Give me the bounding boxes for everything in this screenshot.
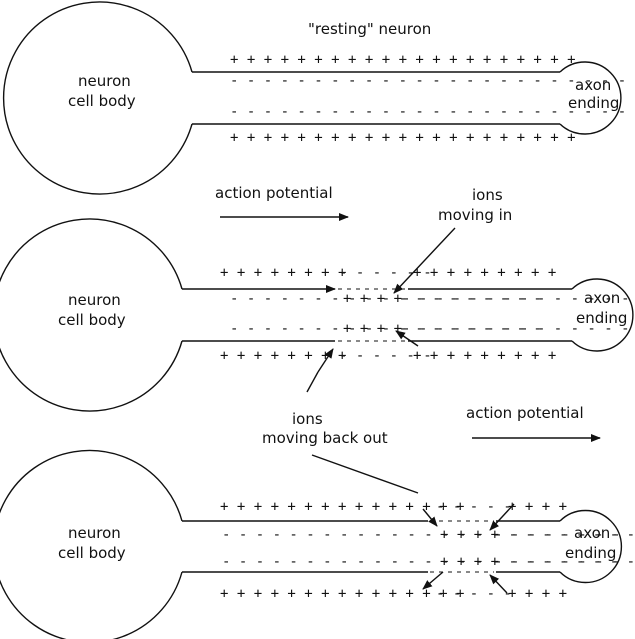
charge-inside-bottom-3c: - - - - - - - - <box>494 554 620 570</box>
charge-outside-bottom-1: + + + + + + + + + + + + + + + + + + + + … <box>230 130 576 146</box>
charge-outside-bottom-2c: + + + + + + + + + <box>413 348 556 364</box>
charge-inside-top-2c: - - - - - - - - - - - - - - - - - - - - <box>402 291 635 307</box>
axon-ending-label-1a: axon <box>575 76 611 94</box>
charge-inside-bottom-2a: - - - - - - - - - - - - - - - - - - - <box>230 321 542 337</box>
cell-body-label-1b: cell body <box>68 92 136 110</box>
cell-body-label-3b: cell body <box>58 544 126 562</box>
charge-inside-bottom-3a: - - - - - - - - - - - - - - - - - - - - … <box>222 554 635 570</box>
ions-in-label-a: ions <box>472 186 503 204</box>
cell-body-label-3a: neuron <box>68 524 121 542</box>
ion-arrow-in-bottom-2 <box>395 330 419 347</box>
ion-arrow-in-bottom-3 <box>489 574 508 594</box>
ion-arrow-out-top-3 <box>422 508 438 527</box>
charge-outside-top-2c: + + + + + + + + + <box>413 265 556 281</box>
ion-arrow-in-top-3 <box>489 503 515 531</box>
charge-inside-bottom-2b: + + + + <box>343 321 402 337</box>
cell-body-label-1a: neuron <box>78 72 131 90</box>
neuron-3: neuron cell body axon ending + + + + + +… <box>0 449 635 639</box>
ion-arrow-out-2 <box>317 348 334 373</box>
ions-out-pointer-3 <box>311 454 419 494</box>
ions-out-label-b: moving back out <box>262 429 388 447</box>
charge-outside-top-3b: - - - - - <box>436 499 512 515</box>
axon-ending-label-3a: axon <box>574 524 610 542</box>
resting-neuron-title: "resting" neuron <box>308 20 431 38</box>
ions-out-pointer-2 <box>306 371 319 393</box>
ion-arrow-out-bottom-3 <box>422 571 444 590</box>
cell-body-1 <box>2 1 193 195</box>
ions-out-label-a: ions <box>292 410 323 428</box>
axon-ending-2 <box>571 278 634 352</box>
resting-neuron: "resting" neuron neuron cell body axon e… <box>2 1 635 195</box>
charge-outside-bottom-3b: - - - - - <box>436 586 512 602</box>
charge-inside-bottom-3b: + + + + <box>440 554 499 570</box>
charge-inside-bottom-1: - - - - - - - - - - - - - - - - - - - - … <box>230 104 635 120</box>
charge-inside-top-1: - - - - - - - - - - - - - - - - - - - - … <box>230 73 635 89</box>
cell-body-2 <box>0 218 183 412</box>
cell-body-label-2b: cell body <box>58 311 126 329</box>
charge-inside-top-2b: + + + + <box>343 291 402 307</box>
charge-inside-bottom-2c: - - - - - - - - - - - - - - - - - - - - <box>402 321 635 337</box>
action-potential-label-2: action potential <box>466 404 584 422</box>
cell-body-label-2a: neuron <box>68 291 121 309</box>
axon-ending-label-2a: axon <box>584 289 620 307</box>
ions-in-label-b: moving in <box>438 206 512 224</box>
charge-inside-top-3a: - - - - - - - - - - - - - - - - - - - - … <box>222 527 635 543</box>
axon-ending-label-1b: ending <box>568 94 619 112</box>
charge-outside-top-2b: - - - - - - <box>339 265 432 281</box>
charge-inside-top-2a: - - - - - - - - - - - - - - - - - - - <box>230 291 542 307</box>
charge-outside-top-2a: + + + + + + + + <box>220 265 346 281</box>
neuron-2: action potential ions moving in neuron c… <box>0 184 635 447</box>
axon-ending-label-2b: ending <box>576 309 627 327</box>
charge-outside-bottom-3a: + + + + + + + + + + + + + + + <box>220 586 464 602</box>
charge-outside-top-1: + + + + + + + + + + + + + + + + + + + + … <box>230 52 576 68</box>
cell-body-3 <box>0 449 183 639</box>
charge-outside-bottom-2a: + + + + + + + + <box>220 348 346 364</box>
axon-ending-3 <box>559 509 623 584</box>
charge-inside-top-3c: - - - - - - - - <box>494 527 620 543</box>
charge-outside-top-3a: + + + + + + + + + + + + + + + <box>220 499 464 515</box>
charge-outside-bottom-2b: - - - - - - <box>339 348 432 364</box>
ions-in-pointer <box>393 227 456 294</box>
charge-outside-bottom-3c: + + + + <box>508 586 567 602</box>
charge-inside-top-3b: + + + + <box>440 527 499 543</box>
axon-ending-label-3b: ending <box>565 544 616 562</box>
charge-outside-top-3c: + + + + <box>508 499 567 515</box>
axon-ending-1 <box>559 61 622 135</box>
action-potential-label-1: action potential <box>215 184 333 202</box>
